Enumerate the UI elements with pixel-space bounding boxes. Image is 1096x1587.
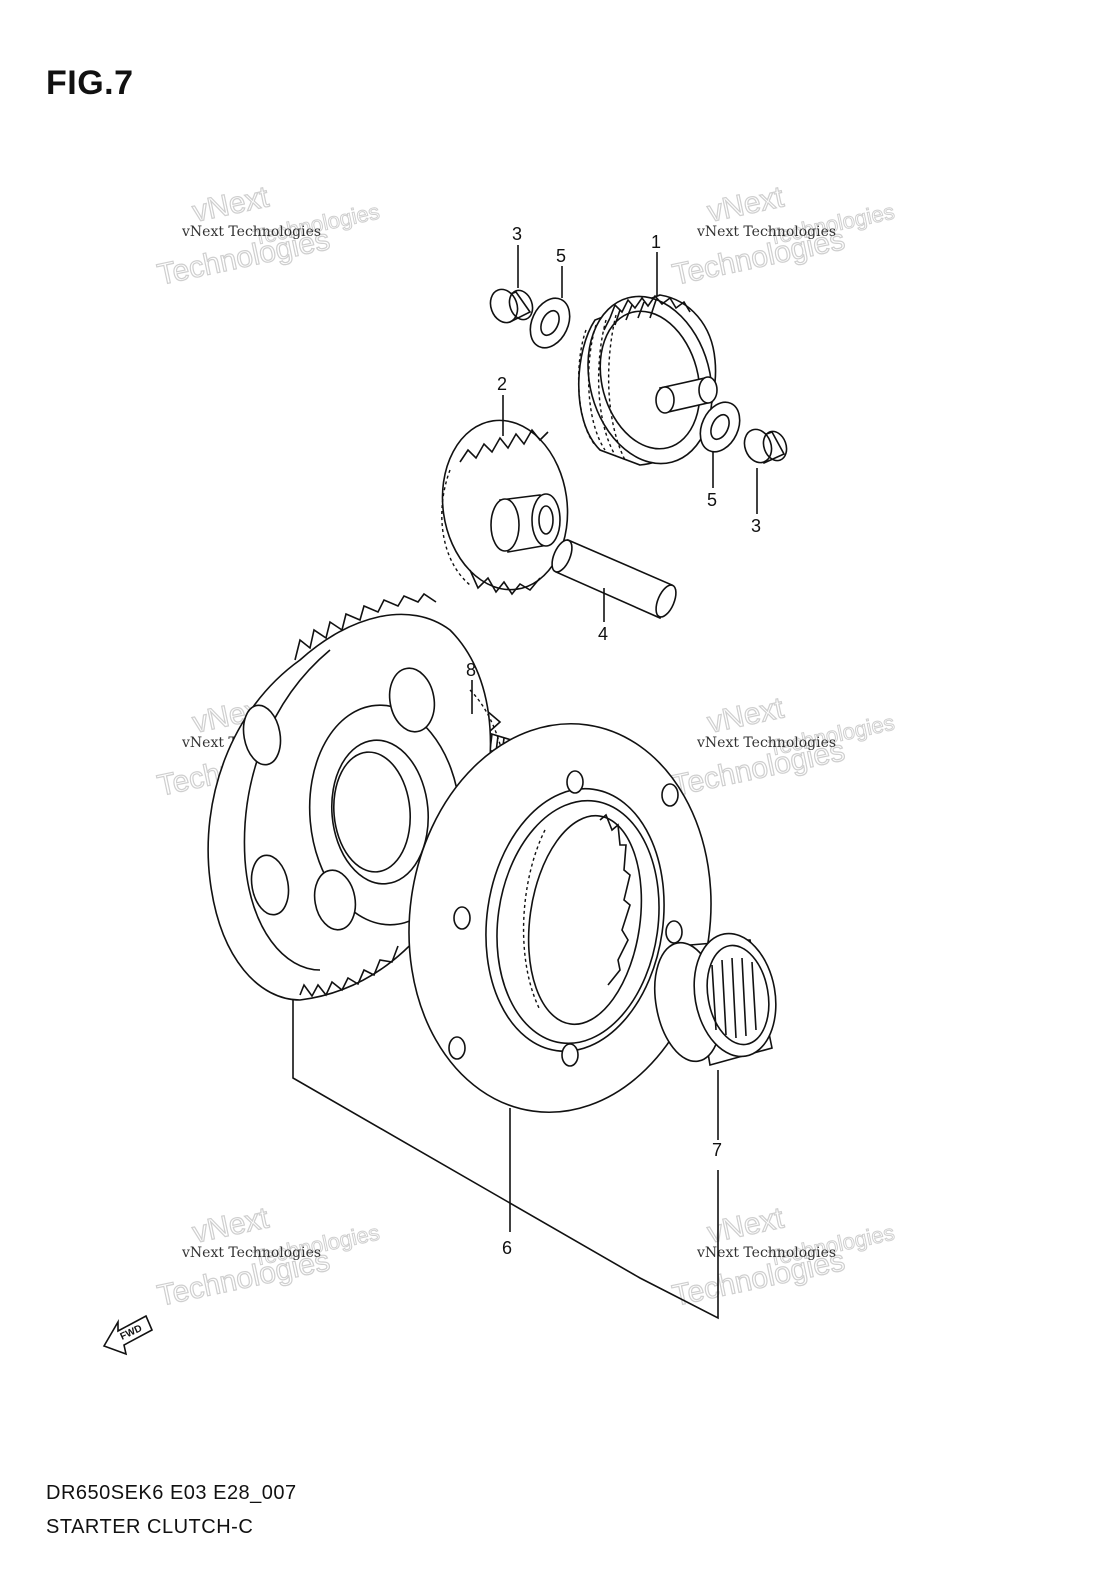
callout-7: 7 — [712, 1140, 722, 1160]
callout-2: 2 — [497, 374, 507, 394]
svg-text:vNext Technologies: vNext Technologies — [181, 224, 321, 240]
figure-title: FIG.7 — [46, 64, 134, 102]
part-3-bushing-lower — [743, 428, 788, 465]
part-7-needle-bearing — [654, 932, 777, 1067]
callout-8: 8 — [466, 660, 476, 680]
part-5-washer-lower — [699, 401, 741, 453]
callout-5: 5 — [707, 490, 717, 510]
svg-text:vNext Technologies: vNext Technologies — [696, 224, 836, 240]
part-5-washer-upper — [529, 297, 571, 349]
callout-6: 6 — [502, 1238, 512, 1258]
watermark-top-right: vNext Technologies Technologies vNext Te… — [669, 180, 897, 293]
svg-text:vNext: vNext — [190, 180, 273, 228]
part-4-shaft — [551, 538, 677, 620]
callout-numbers: 3 5 1 2 5 3 4 8 6 7 — [466, 224, 761, 1258]
callout-4: 4 — [598, 624, 608, 644]
diagram-name: STARTER CLUTCH-C — [46, 1516, 254, 1538]
callout-5: 5 — [556, 246, 566, 266]
fwd-arrow-icon: FWD — [102, 1314, 154, 1356]
svg-text:vNext Technologies: vNext Technologies — [696, 1245, 836, 1261]
svg-text:vNext: vNext — [705, 1201, 788, 1249]
svg-text:vNext: vNext — [705, 180, 788, 228]
part-2-idle-gear — [441, 419, 569, 596]
svg-text:vNext Technologies: vNext Technologies — [181, 1245, 321, 1261]
callout-3: 3 — [512, 224, 522, 244]
leader-lines — [292, 245, 758, 1320]
callout-1: 1 — [651, 232, 661, 252]
watermark-bottom-left: vNext Technologies Technologies vNext Te… — [154, 1201, 382, 1314]
watermark-middle-right: vNext Technologies Technologies vNext Te… — [669, 691, 897, 804]
svg-text:vNext Technologies: vNext Technologies — [696, 735, 836, 751]
part-3-bushing-upper — [489, 288, 534, 324]
part-6-clutch-plate — [408, 722, 712, 1114]
part-1-idle-gear-assembly — [577, 294, 718, 466]
svg-text:vNext: vNext — [705, 691, 788, 739]
callout-3: 3 — [751, 516, 761, 536]
watermark-top-left: vNext Technologies Technologies vNext Te… — [154, 180, 382, 293]
model-code: DR650SEK6 E03 E28_007 — [46, 1482, 297, 1504]
watermark-bottom-right: vNext Technologies Technologies vNext Te… — [669, 1201, 897, 1314]
svg-text:vNext: vNext — [190, 1201, 273, 1249]
